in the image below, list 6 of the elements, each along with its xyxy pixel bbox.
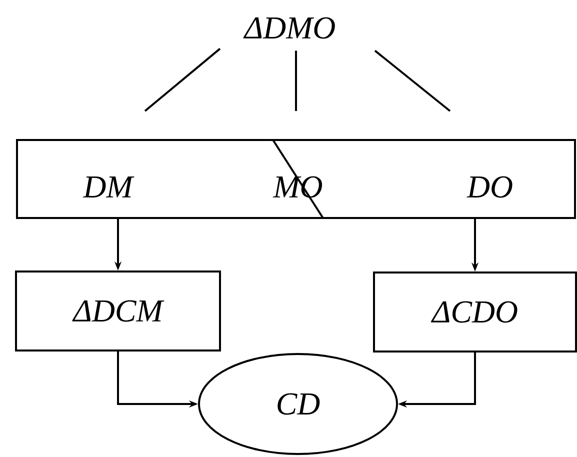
connector-line xyxy=(295,50,297,111)
process-box: ΔCDO xyxy=(373,272,577,352)
diagram-title: ΔDMO xyxy=(243,17,335,39)
process-box: ΔDCM xyxy=(15,270,221,352)
connector-line xyxy=(374,50,451,112)
connector-line xyxy=(144,48,221,112)
